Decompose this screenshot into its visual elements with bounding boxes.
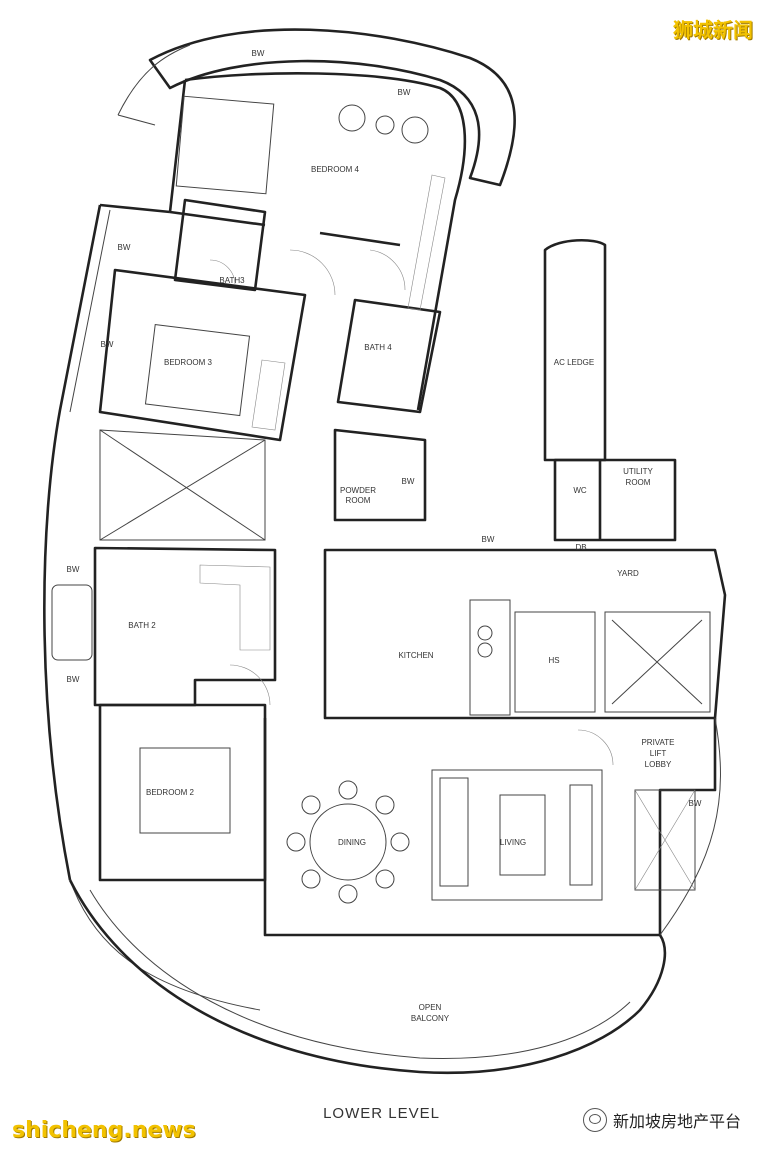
- stair-void: [99, 429, 266, 541]
- label-lift-lobby-3: LOBBY: [645, 760, 672, 769]
- lift-shaft: [604, 611, 711, 713]
- label-bw: BW: [67, 675, 80, 684]
- kitchen-island: [469, 599, 511, 716]
- bath3-walls: [173, 198, 267, 292]
- label-bw: BW: [402, 477, 415, 486]
- label-bedroom3: BEDROOM 3: [164, 358, 213, 367]
- label-db: DB: [575, 543, 586, 552]
- label-lift-lobby: PRIVATE: [641, 738, 674, 747]
- label-bw: BW: [118, 243, 131, 252]
- label-lift-lobby-2: LIFT: [650, 749, 667, 758]
- sofa: [569, 784, 593, 886]
- label-bw: BW: [398, 88, 411, 97]
- label-hs: HS: [548, 656, 559, 665]
- lobby-void: [634, 789, 696, 891]
- label-bw: BW: [689, 799, 702, 808]
- label-living: LIVING: [500, 838, 526, 847]
- lobby-cross: [634, 789, 696, 891]
- label-utility: UTILITY: [623, 467, 653, 476]
- round-fixture: [338, 104, 366, 132]
- balcony-rail: [89, 889, 631, 1059]
- ac-ledge: [543, 238, 607, 462]
- bedroom4-balcony-edge: [117, 44, 191, 126]
- door-swings: [209, 249, 614, 766]
- kitchen-walls: [323, 548, 727, 720]
- left-wing-outline: [43, 203, 171, 881]
- living-walls: [263, 718, 717, 937]
- dining-table: [309, 803, 387, 881]
- left-wing-inner: [69, 209, 261, 1011]
- bed2: [139, 747, 231, 834]
- label-bath2: BATH 2: [128, 621, 156, 630]
- label-yard: YARD: [617, 569, 639, 578]
- level-title: LOWER LEVEL: [323, 1105, 440, 1122]
- label-balcony: OPEN: [419, 1003, 442, 1012]
- bathtub: [51, 584, 93, 661]
- label-bath4: BATH 4: [364, 343, 392, 352]
- utility-walls: [553, 458, 677, 542]
- bath2-walls: [93, 546, 277, 707]
- dining-chairs: [286, 780, 410, 904]
- bed3: [144, 324, 251, 417]
- bed4: [175, 95, 275, 195]
- label-powder-room-2: ROOM: [346, 496, 371, 505]
- label-bw: BW: [101, 340, 114, 349]
- bedroom4-walls: [168, 71, 467, 411]
- bedroom3-walls: [98, 268, 307, 442]
- label-dining: DINING: [338, 838, 366, 847]
- balcony-edge: [68, 879, 667, 1075]
- watermark-top: 狮城新闻: [673, 18, 753, 42]
- label-utility-2: ROOM: [626, 478, 651, 487]
- label-bedroom4: BEDROOM 4: [311, 165, 360, 174]
- label-powder-room: POWDER: [340, 486, 376, 495]
- hs-shelter: [514, 611, 596, 713]
- label-bw: BW: [252, 49, 265, 58]
- label-balcony-2: BALCONY: [411, 1014, 450, 1023]
- living-rug: [431, 769, 603, 901]
- round-fixture: [401, 116, 429, 144]
- label-bw: BW: [482, 535, 495, 544]
- label-bedroom2: BEDROOM 2: [146, 788, 195, 797]
- label-wc: WC: [573, 486, 587, 495]
- label-bw: BW: [67, 565, 80, 574]
- powder-room-walls: [333, 428, 427, 522]
- lift-lobby-curve: [659, 717, 721, 936]
- outer-envelope: [148, 28, 516, 187]
- bath4-walls: [336, 298, 442, 414]
- lift-cross: [611, 619, 703, 705]
- hob-burner: [477, 642, 493, 658]
- label-ac-ledge: AC LEDGE: [554, 358, 594, 367]
- wardrobe-hatch: [199, 174, 446, 651]
- wechat-icon: [582, 1108, 607, 1132]
- sofa: [439, 777, 469, 887]
- round-fixture: [375, 115, 395, 135]
- watermark-left: shicheng.news: [12, 1118, 196, 1143]
- watermark-right: 新加坡房地产平台: [582, 1108, 741, 1132]
- label-bath3: BATH3: [219, 276, 245, 285]
- label-kitchen: KITCHEN: [398, 651, 433, 660]
- coffee-table: [499, 794, 546, 876]
- watermark-right-text: 新加坡房地产平台: [612, 1112, 741, 1131]
- hob-burner: [477, 625, 493, 641]
